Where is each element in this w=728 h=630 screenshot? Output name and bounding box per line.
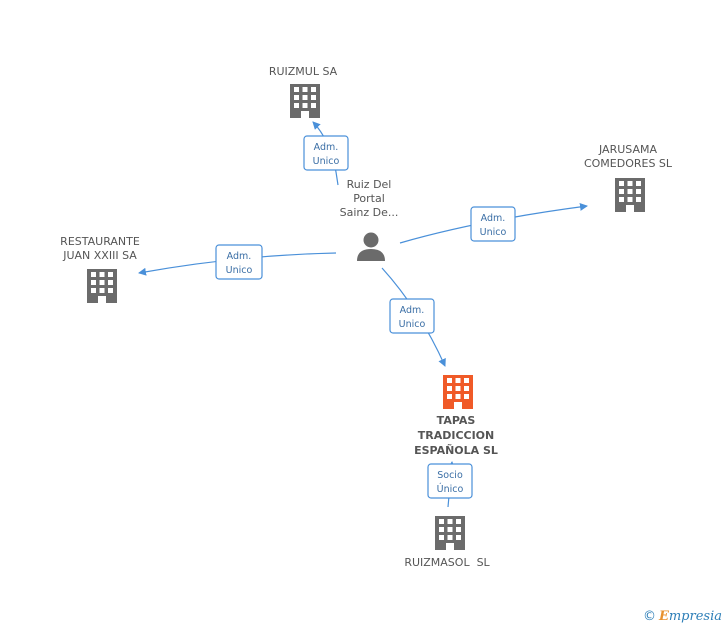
edge-label-line-1: Adm.	[227, 251, 252, 262]
node-label-line-2: COMEDORES SL	[584, 157, 673, 170]
node-jarusama[interactable]: JARUSAMA COMEDORES SL	[584, 143, 673, 212]
node-tapas[interactable]: TAPAS TRADICCION ESPAÑOLA SL	[414, 375, 498, 457]
node-label-line-1: Ruiz Del	[347, 178, 392, 191]
edge-label-line-1: Adm.	[400, 305, 425, 316]
node-label-line-3: Sainz De...	[340, 206, 399, 219]
node-ruizmul[interactable]: RUIZMUL SA	[269, 65, 338, 118]
edge-label-line-1: Adm.	[481, 213, 506, 224]
edge-label-line-2: Unico	[313, 156, 340, 167]
copyright-icon: ©	[642, 609, 656, 624]
building-icon	[435, 516, 465, 550]
edge-label-to-tapas: Adm. Unico	[389, 298, 435, 334]
footer-brand: ©Empresia	[643, 609, 722, 624]
building-icon	[615, 178, 645, 212]
node-label-line-3: ESPAÑOLA SL	[414, 444, 498, 457]
edge-label-line-2: Unico	[226, 265, 253, 276]
node-person[interactable]: Ruiz Del Portal Sainz De...	[340, 178, 399, 261]
node-restaurante[interactable]: RESTAURANTE JUAN XXIII SA	[60, 235, 140, 303]
building-icon	[87, 269, 117, 303]
node-label-line-1: TAPAS	[437, 414, 476, 427]
brand-initial: E	[658, 609, 669, 624]
building-icon	[290, 84, 320, 118]
edge-label-line-2: Único	[437, 483, 464, 495]
building-icon	[443, 375, 473, 409]
edge-label-to-ruizmul: Adm. Unico	[303, 135, 349, 171]
edge-label-line-1: Socio	[437, 470, 463, 481]
edge-label-line-2: Unico	[480, 227, 507, 238]
brand-name: mpresia	[668, 609, 722, 624]
node-label: RUIZMASOL SL	[404, 556, 490, 569]
node-label-line-2: JUAN XXIII SA	[62, 249, 137, 262]
node-label-line-1: RESTAURANTE	[60, 235, 140, 248]
node-label: RUIZMUL SA	[269, 65, 338, 78]
node-label-line-2: Portal	[353, 192, 385, 205]
person-icon	[357, 232, 385, 261]
edge-label-ruizmasol-to-tapas: Socio Único	[427, 463, 473, 499]
edge-label-line-2: Unico	[399, 319, 426, 330]
edge-label-line-1: Adm.	[314, 142, 339, 153]
edge-label-to-restaurante: Adm. Unico	[215, 244, 263, 280]
node-label-line-1: JARUSAMA	[598, 143, 657, 156]
node-ruizmasol[interactable]: RUIZMASOL SL	[404, 516, 491, 569]
node-label-line-2: TRADICCION	[418, 429, 495, 442]
edge-label-to-jarusama: Adm. Unico	[470, 206, 516, 242]
